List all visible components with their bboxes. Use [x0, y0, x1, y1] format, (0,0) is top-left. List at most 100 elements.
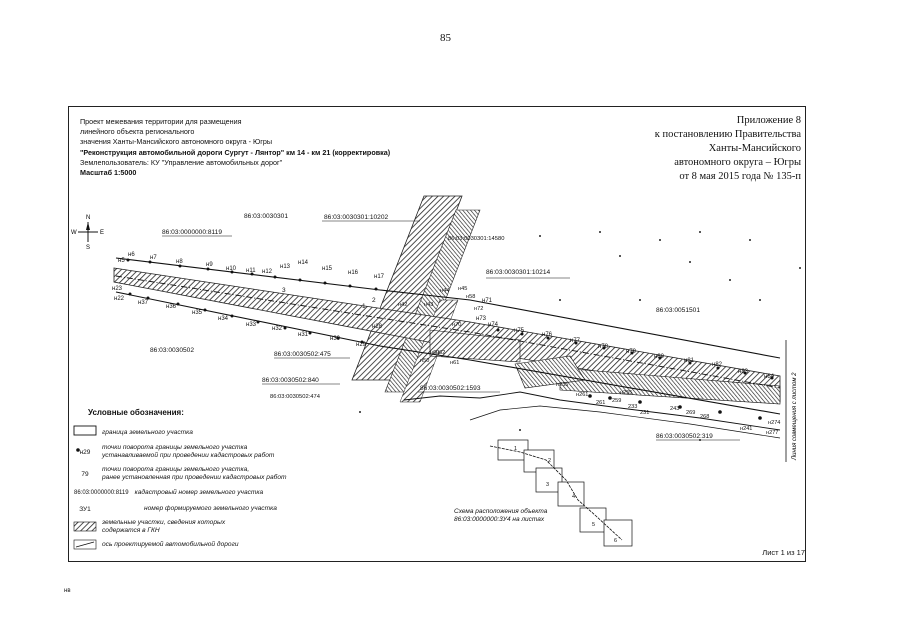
point-label: 3	[282, 287, 286, 294]
point-label: н33	[246, 322, 257, 328]
legend-title: Условные обозначения:	[88, 408, 184, 417]
point-label: н36	[166, 304, 177, 310]
point-label: н9	[206, 262, 213, 268]
point-label: н8	[176, 259, 183, 265]
parcel-hatched	[384, 209, 481, 393]
legend-text: точки поворота границы земельного участк…	[102, 444, 275, 459]
cadastral-label: 86:03:0030301:10214	[486, 269, 551, 276]
legend-item: 79 точки поворота границы земельного уча…	[74, 463, 286, 485]
legend-text: номер формируемого земельного участка	[144, 505, 277, 512]
point-label: н44	[440, 288, 449, 294]
point-label: н6	[128, 252, 135, 258]
sheet-index-inset: 1 2 3 4 5 6	[489, 439, 633, 547]
parcel-hatched	[351, 195, 463, 381]
point-label: н23	[112, 286, 123, 292]
footer-mark: нв	[64, 588, 71, 594]
boundary-point	[758, 416, 762, 420]
cadastral-label: 86:03:0000000:8119	[162, 229, 222, 236]
point-label: н17	[374, 274, 385, 280]
parcel-boundary	[469, 405, 781, 439]
boundary-point	[298, 278, 302, 282]
point-label: н16	[348, 270, 359, 276]
inset-sheet-number: 6	[614, 538, 617, 544]
appendix-line: от 8 мая 2015 года № 135-п	[679, 171, 801, 182]
boundary-point	[203, 308, 207, 312]
point-label: н80	[654, 354, 665, 360]
point-label: н62	[436, 350, 445, 356]
point-label: н15	[322, 266, 333, 272]
boundary-point	[658, 356, 662, 360]
parcel-boundary	[115, 291, 781, 415]
point-label: н77	[570, 338, 581, 344]
cadastral-label: 86:03:0030502:474	[270, 394, 321, 400]
point-label: н277	[766, 430, 778, 436]
map-frame	[68, 106, 806, 562]
legend-text: земельные участки, сведения которых соде…	[102, 519, 226, 534]
point-label: 268	[700, 414, 709, 420]
legend-symbol: н29	[79, 448, 91, 456]
map-header: Проект межевания территории для размещен…	[80, 117, 390, 178]
legend-item: н29 точки поворота границы земельного уч…	[74, 441, 287, 463]
cadastral-label: 86:03:0030301:14580	[448, 236, 504, 242]
point-label: н82	[712, 362, 723, 368]
boundary-point	[574, 341, 578, 345]
sheet-label: Лист 1 из 17	[762, 548, 805, 557]
point-label: н76	[542, 332, 553, 338]
point-label: н61	[450, 360, 459, 366]
header-line: Землепользователь: КУ "Управление автомо…	[80, 157, 283, 167]
point-label: н30	[330, 336, 341, 342]
boundary-point	[588, 394, 592, 398]
legend-symbol	[74, 428, 96, 438]
legend-text: кадастровый номер земельного участка	[134, 489, 264, 496]
boundary-point	[146, 296, 150, 300]
point-label: 259	[612, 398, 621, 404]
boundary-point	[520, 332, 524, 336]
boundary-point	[678, 405, 682, 409]
point-label: н75	[514, 328, 525, 334]
point-label: н22	[114, 296, 125, 302]
boundary-point	[743, 371, 747, 375]
point-label: н13	[280, 264, 291, 270]
parcel-boundary	[115, 257, 781, 359]
cadastral-label: 86:03:0030301	[244, 213, 288, 220]
boundary-point	[256, 320, 260, 324]
legend-item: 86:03:0000000:8119 кадастровый номер зем…	[74, 485, 287, 501]
legend-symbol	[74, 522, 96, 532]
cadastral-label: 86:03:0030502:475	[274, 351, 331, 358]
appendix-line: Приложение 8	[736, 115, 801, 126]
point-label: н261	[576, 392, 588, 398]
cadastral-label: 86:03:0030502	[150, 347, 194, 354]
point-label: 231	[640, 410, 649, 416]
point-label: н74	[488, 322, 499, 328]
inset-caption: Схема расположения объекта 86:03:0000000…	[454, 508, 548, 523]
point-label: н81	[684, 358, 695, 364]
boundary-point	[230, 270, 234, 274]
inset-sheet-number: 1	[514, 446, 517, 452]
point-label: 243	[670, 406, 679, 412]
boundary-point	[688, 361, 692, 365]
cadastral-label: 86:03:0030502:1593	[420, 385, 481, 392]
legend: Условные обозначения: граница земельного…	[74, 408, 287, 553]
header-line: линейного объекта регионального	[80, 127, 195, 137]
point-label: 2	[372, 297, 376, 304]
point-label: 261	[596, 400, 605, 406]
point-label: н45	[458, 286, 467, 292]
point-label: н73	[476, 316, 487, 322]
point-label: н70	[452, 322, 461, 328]
cadastral-label: 86:03:0030301:10202	[324, 214, 389, 221]
point-label: н7	[150, 255, 157, 261]
compass-n: N	[86, 215, 90, 221]
inset-sheet-number: 3	[546, 482, 549, 488]
point-label: н71	[482, 298, 493, 304]
boundary-point	[348, 284, 352, 288]
point-label: н29	[356, 342, 367, 348]
compass-rose: N S W E	[71, 215, 104, 251]
point-label: н274	[768, 420, 780, 426]
cadastral-label: 86:03:0051501	[656, 307, 700, 314]
header-line: Проект межевания территории для размещен…	[80, 117, 242, 126]
road-axis	[115, 275, 781, 389]
legend-symbol	[74, 540, 96, 550]
boundary-point	[308, 331, 312, 335]
legend-item: земельные участки, сведения которых соде…	[74, 517, 287, 537]
